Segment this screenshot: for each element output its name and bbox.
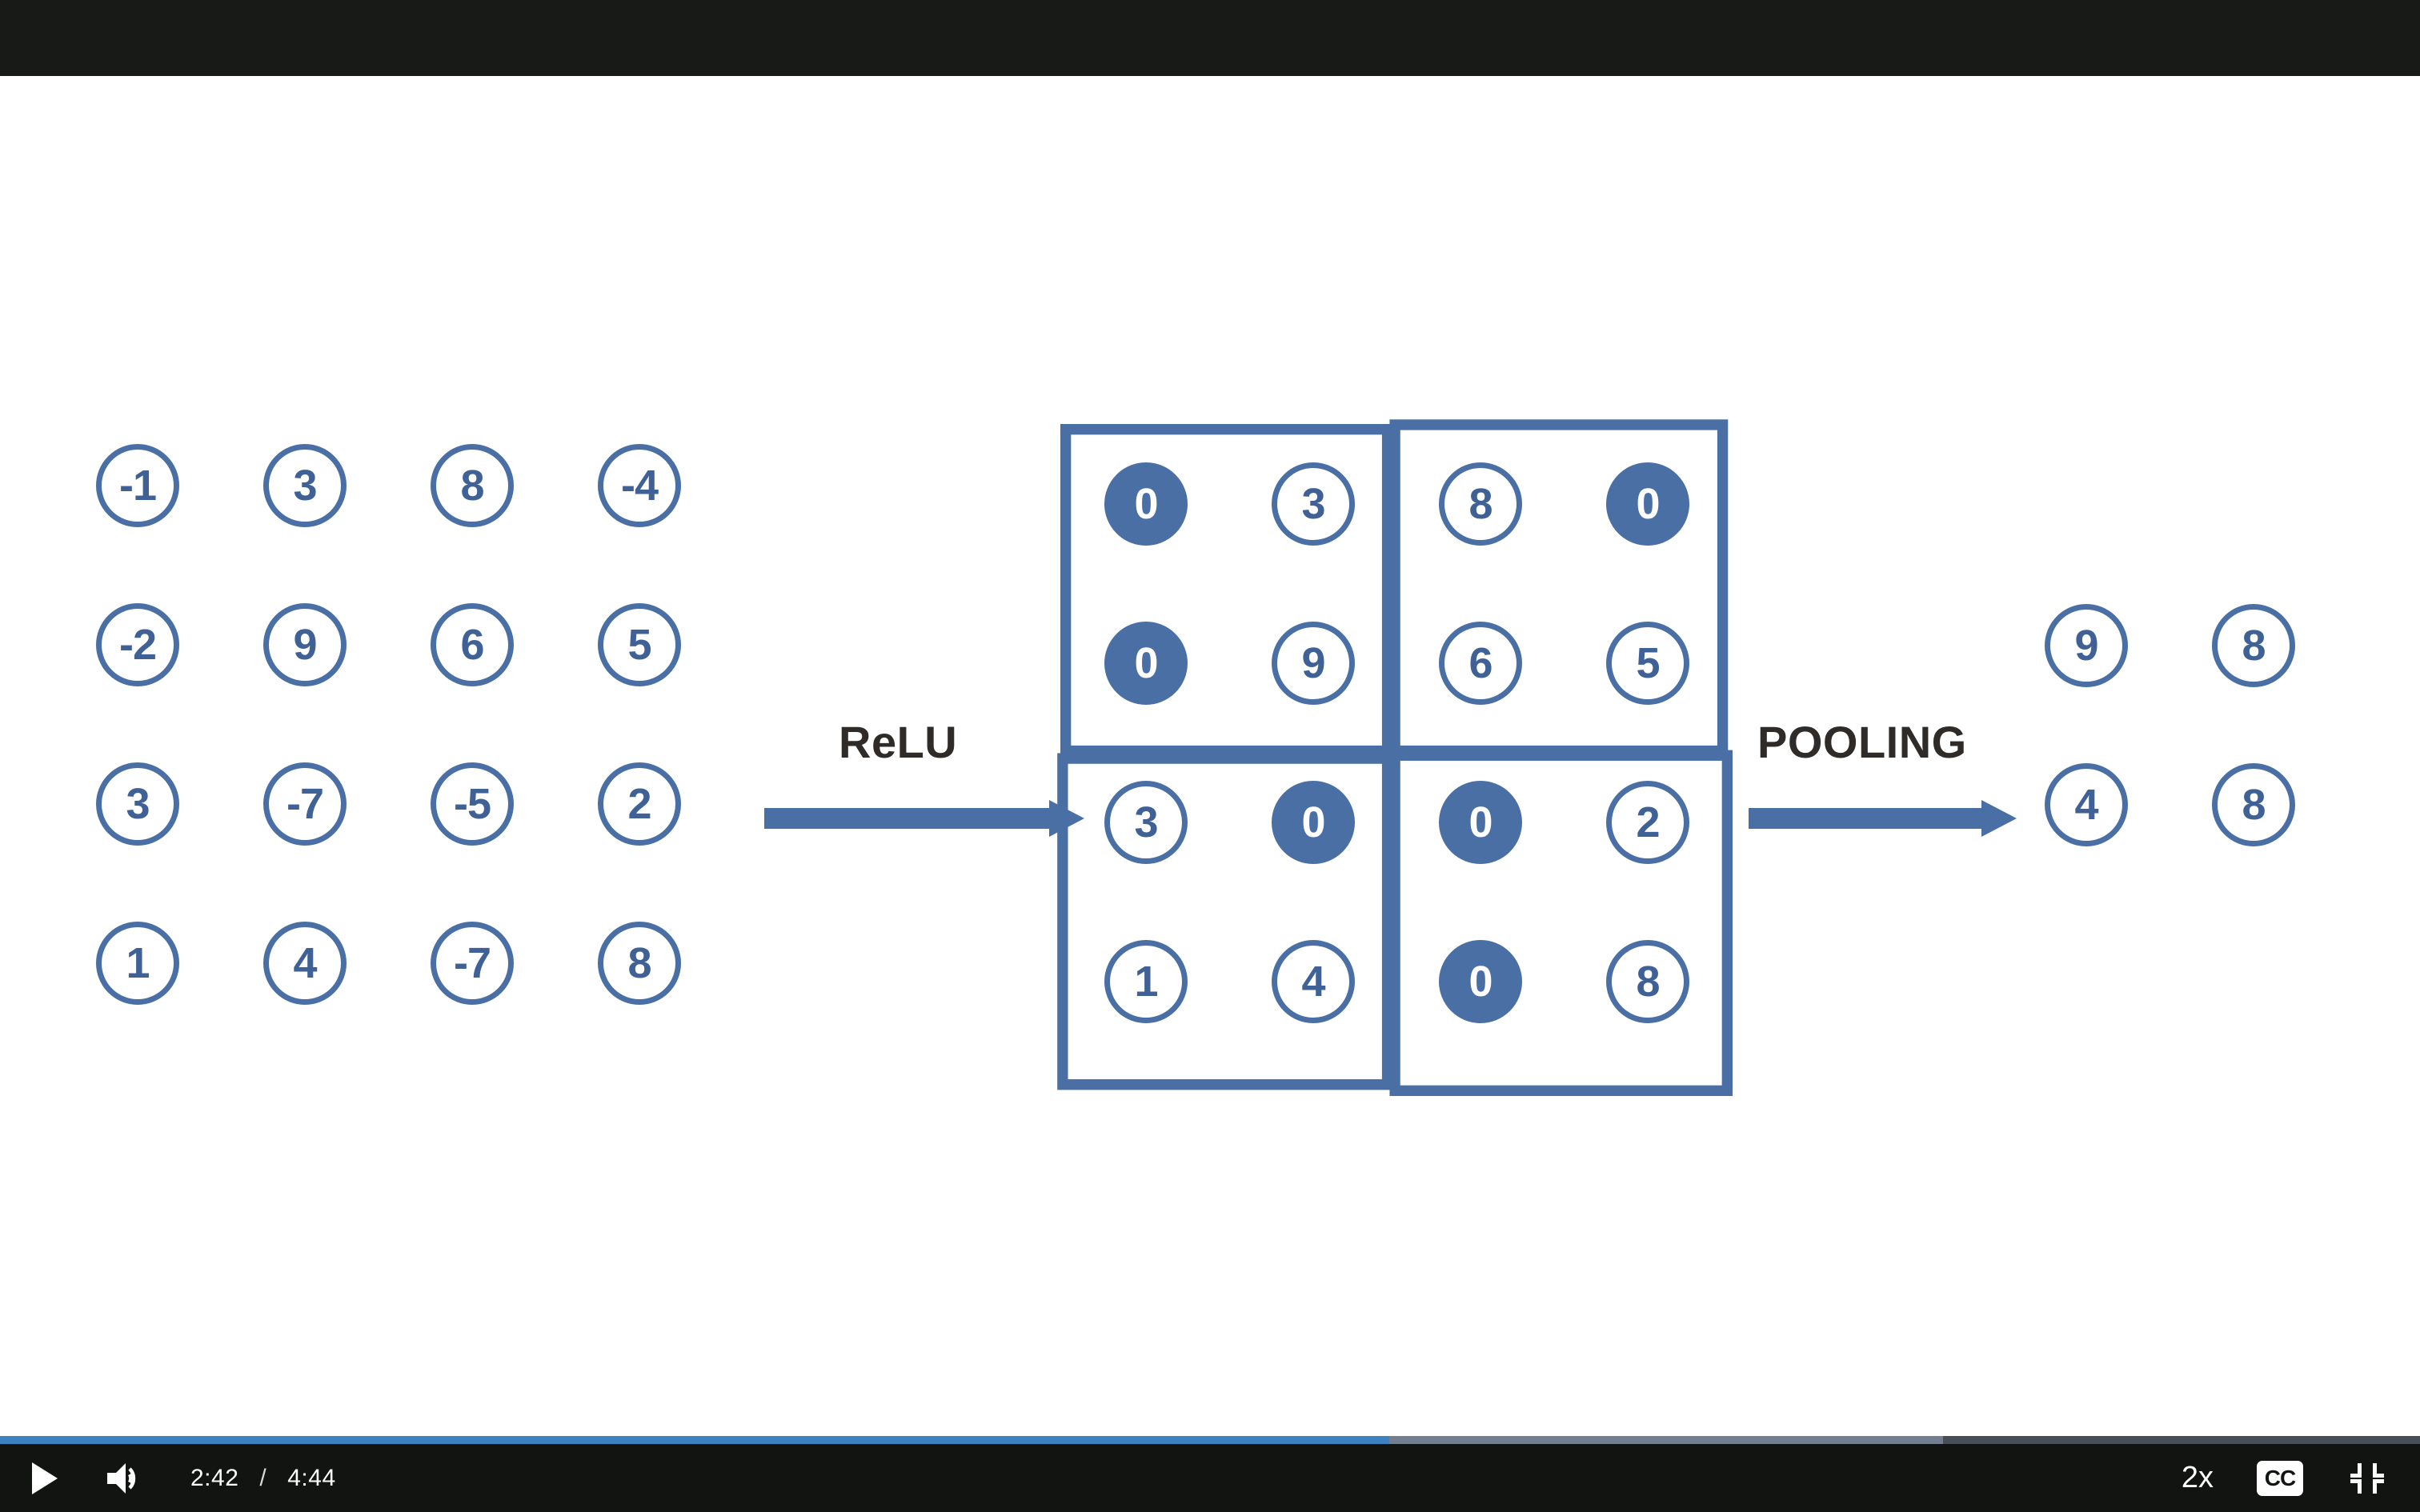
input-feature-map-cell-r3-c1: 4: [263, 922, 347, 1005]
input-feature-map-cell-r1-c0: -2: [96, 603, 179, 686]
pooled-output-cell-r1-c1: 8: [2212, 763, 2295, 846]
relu-output-cell-r1-c2: 6: [1439, 622, 1522, 705]
relu-output-cell-r3-c2: 0: [1439, 940, 1522, 1023]
relu-output-cell-r3-c3: 8: [1606, 940, 1689, 1023]
pooling-window-top-right: [1389, 419, 1729, 757]
input-feature-map-cell-r1-c1: 9: [263, 603, 347, 686]
input-feature-map-cell-r3-c0: 1: [96, 922, 179, 1005]
input-feature-map-cell-r0-c3: -4: [598, 444, 681, 527]
input-feature-map-cell-r1-c2: 6: [431, 603, 514, 686]
relu-output-cell-r1-c1: 9: [1272, 622, 1355, 705]
relu-output-cell-r1-c3: 5: [1606, 622, 1689, 705]
input-feature-map-cell-r1-c3: 5: [598, 603, 681, 686]
pooled-output-cell-r1-c0: 4: [2045, 763, 2128, 846]
pooling-arrow-shaft: [1749, 808, 1981, 829]
input-feature-map-cell-r2-c1: -7: [263, 762, 347, 846]
captions-button[interactable]: CC: [2257, 1460, 2303, 1496]
play-button[interactable]: [22, 1457, 66, 1500]
relu-output-cell-r2-c2: 0: [1439, 781, 1522, 864]
pooling-arrow-head: [1981, 800, 2017, 837]
current-time: 2:42: [190, 1464, 239, 1491]
relu-output-cell-r2-c1: 0: [1272, 781, 1355, 864]
relu-arrow-shaft: [764, 808, 1049, 829]
time-separator: /: [259, 1464, 267, 1491]
player-control-bar: 2:42 / 4:44 2x CC: [0, 1436, 2420, 1512]
input-feature-map-cell-r2-c3: 2: [598, 762, 681, 846]
relu-output-cell-r0-c3: 0: [1606, 462, 1689, 546]
progress-bar-track[interactable]: [0, 1436, 2420, 1444]
progress-bar-played: [0, 1436, 1389, 1444]
input-feature-map-cell-r3-c3: 8: [598, 922, 681, 1005]
relu-output-cell-r0-c2: 8: [1439, 462, 1522, 546]
pooling-arrow: [1749, 800, 2017, 837]
input-feature-map-matrix: -1 3 8 -4 -2 9 6 5 3 -7 -5 2 1 4 -7 8: [96, 444, 736, 1005]
pooling-window-bottom-right: [1389, 750, 1733, 1096]
playback-speed-button[interactable]: 2x: [2181, 1461, 2214, 1494]
relu-output-cell-r3-c0: 1: [1104, 940, 1188, 1023]
input-feature-map-cell-r0-c2: 8: [431, 444, 514, 527]
input-feature-map-cell-r0-c1: 3: [263, 444, 347, 527]
player-controls-row: 2:42 / 4:44 2x CC: [0, 1444, 2420, 1512]
relu-output-cell-r1-c0: 0: [1104, 622, 1188, 705]
relu-output-cell-r2-c0: 3: [1104, 781, 1188, 864]
time-display: 2:42 / 4:44: [190, 1465, 336, 1492]
relu-arrow: [764, 800, 1084, 837]
relu-stage-label: ReLU: [839, 717, 958, 767]
pooled-output-cell-r0-c1: 8: [2212, 604, 2295, 687]
pooling-window-layer: [1057, 419, 2349, 1512]
input-feature-map-cell-r2-c0: 3: [96, 762, 179, 846]
input-feature-map-cell-r2-c2: -5: [431, 762, 514, 846]
exit-fullscreen-button[interactable]: [2346, 1458, 2388, 1499]
letterbox-top-bar: [0, 0, 2420, 76]
relu-output-cell-r3-c1: 4: [1272, 940, 1355, 1023]
total-time: 4:44: [287, 1464, 336, 1491]
pooling-window-top-left: [1060, 424, 1393, 757]
relu-output-cell-r0-c1: 3: [1272, 462, 1355, 546]
input-feature-map-cell-r3-c2: -7: [431, 922, 514, 1005]
pooling-stage-label: POOLING: [1757, 717, 1967, 767]
input-feature-map-cell-r0-c0: -1: [96, 444, 179, 527]
volume-button[interactable]: [102, 1457, 146, 1500]
pooled-output-matrix: 9 8 4 8: [2045, 604, 2365, 924]
pooled-output-cell-r0-c0: 9: [2045, 604, 2128, 687]
relu-output-cell-r2-c3: 2: [1606, 781, 1689, 864]
relu-output-cell-r0-c0: 0: [1104, 462, 1188, 546]
